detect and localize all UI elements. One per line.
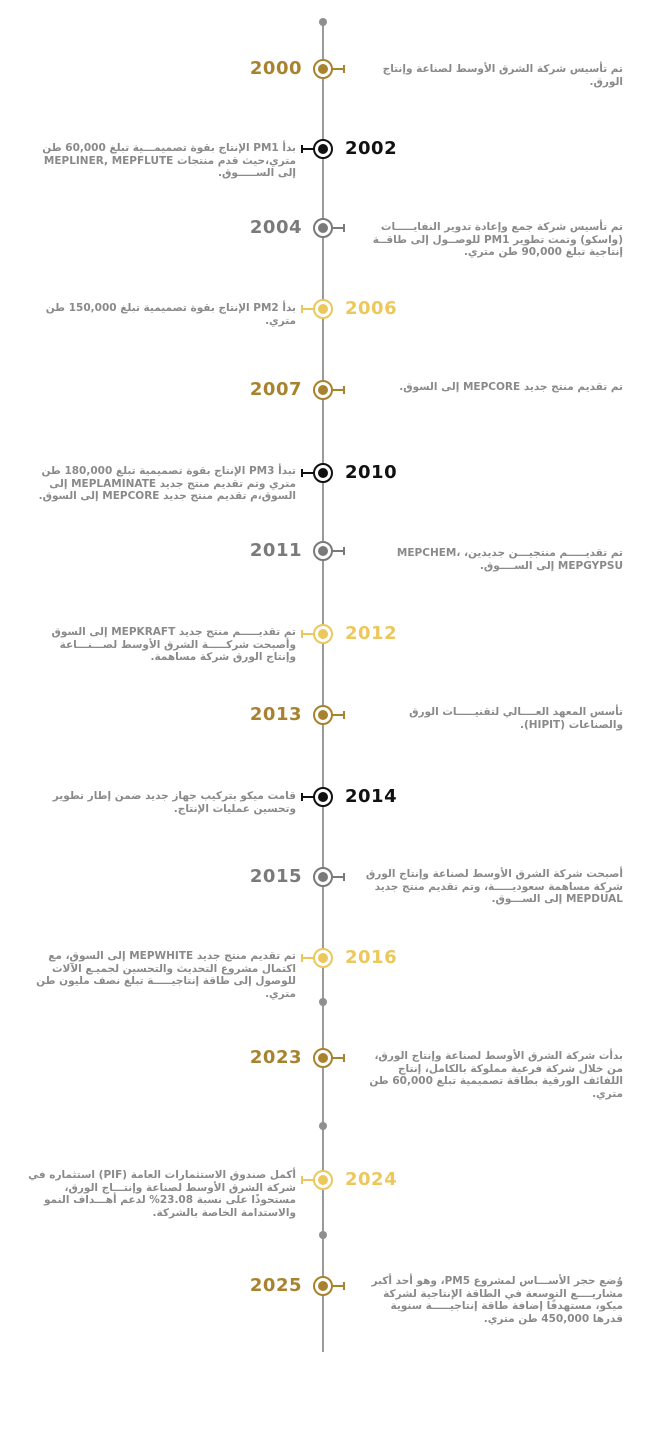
milestone-year: 2023 <box>249 1047 302 1068</box>
timeline-dot <box>319 18 327 26</box>
milestone-description: بدأت شركة الشرق الأوسط لصناعة وإنتاج الو… <box>369 1050 623 1100</box>
timeline-marker <box>313 705 345 725</box>
timeline-marker <box>301 139 333 159</box>
milestone-year: 2024 <box>345 1169 398 1190</box>
milestone-description: تبدأ PM3 الإنتاج بقوة تصميمية تبلغ 180,0… <box>38 465 296 502</box>
milestone-description: تم تقديم منتج جديد MEPCORE إلى السوق. <box>399 381 623 393</box>
milestone-description: تم تقديم منتج جديد MEPWHITE إلى السوق، م… <box>36 950 296 1000</box>
milestone-description: بدأ PM2 الإنتاج بقوة تصميمية تبلغ 150,00… <box>45 302 296 327</box>
timeline-marker <box>301 624 333 644</box>
timeline-marker <box>313 59 345 79</box>
timeline-marker <box>313 218 345 238</box>
milestone-year: 2004 <box>249 217 302 238</box>
milestone-description: وُضع حجر الأســـاس لمشروع PM5، وهو أحد أ… <box>371 1275 623 1325</box>
milestone-year: 2012 <box>345 623 398 644</box>
timeline-dot <box>319 1231 327 1239</box>
timeline-marker <box>301 463 333 483</box>
milestone-year: 2006 <box>345 298 398 319</box>
milestone-description: تم تقديـــــم منتج جديد MEPKRAFT إلى الس… <box>51 626 296 663</box>
milestone-description: تم تقديـــــم منتجيـــن جديدين، MEPCHEM،… <box>396 547 623 572</box>
milestone-description: تم تأسيس شركة الشرق الأوسط لصناعة وإنتاج… <box>382 63 623 88</box>
timeline-marker <box>313 1048 345 1068</box>
timeline-marker <box>313 1276 345 1296</box>
timeline-dot <box>319 998 327 1006</box>
timeline-marker <box>301 948 333 968</box>
milestone-year: 2007 <box>249 379 302 400</box>
milestone-year: 2014 <box>345 786 398 807</box>
milestone-description: أصبحت شركة الشرق الأوسط لصناعة وإنتاج ال… <box>365 868 623 905</box>
milestone-description: أكمل صندوق الاستثمارات العامة (PIF) استث… <box>28 1169 296 1219</box>
timeline-dot <box>319 1122 327 1130</box>
milestone-year: 2025 <box>249 1275 302 1296</box>
milestone-year: 2010 <box>345 462 398 483</box>
timeline-marker <box>313 380 345 400</box>
timeline-marker <box>313 541 345 561</box>
milestone-year: 2000 <box>249 58 302 79</box>
milestone-description: تأسس المعهد العــــالي لتقنيـــــات الور… <box>409 706 623 731</box>
milestone-year: 2013 <box>249 704 302 725</box>
timeline-line <box>322 22 324 1352</box>
milestone-year: 2002 <box>345 138 398 159</box>
milestone-description: قامت ميكو بتركيب جهاز جديد ضمن إطار تطوي… <box>52 790 296 815</box>
timeline-marker <box>301 1170 333 1190</box>
timeline-marker <box>301 787 333 807</box>
milestone-description: تم تأسيس شركة جمع وإعادة تدوير النفايـــ… <box>372 221 623 258</box>
milestone-description: بدأ PM1 الإنتاج بقوة تصميمـــية تبلغ 60,… <box>42 142 296 179</box>
milestone-year: 2016 <box>345 947 398 968</box>
timeline-marker <box>313 867 345 887</box>
milestone-year: 2015 <box>249 866 302 887</box>
timeline-marker <box>301 299 333 319</box>
milestone-year: 2011 <box>249 540 302 561</box>
